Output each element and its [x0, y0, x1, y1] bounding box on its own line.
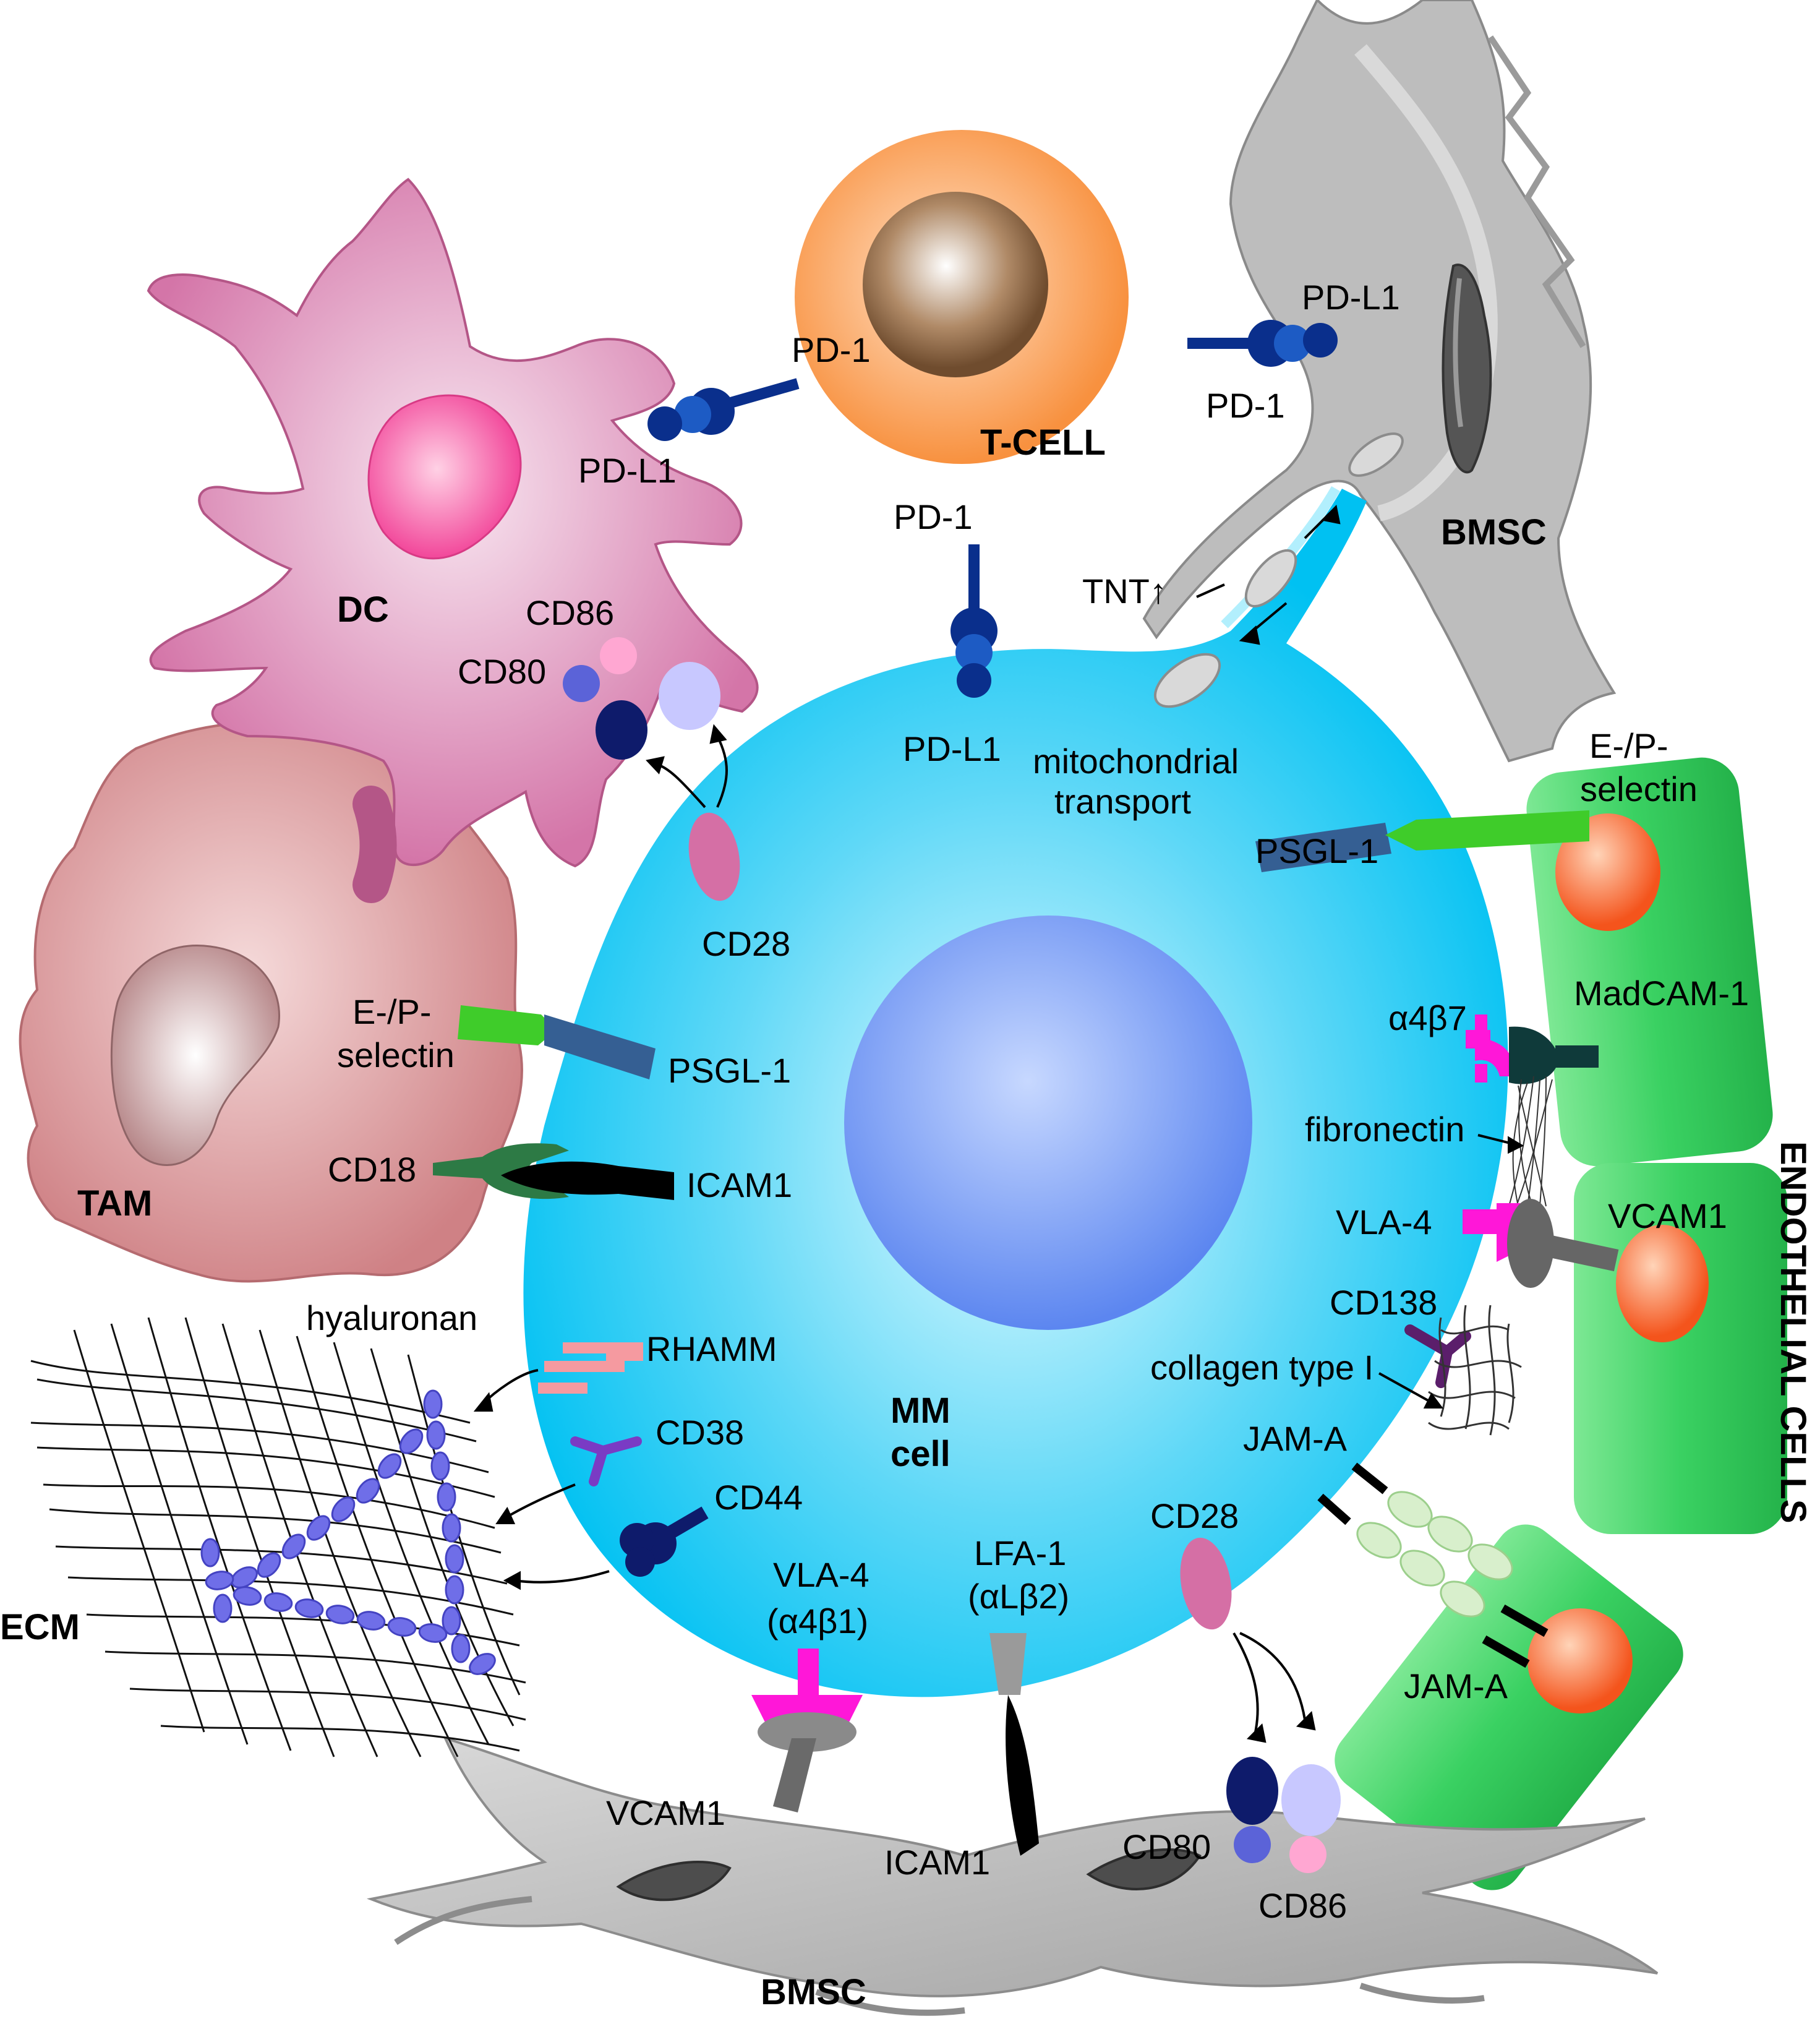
ecm-arrows	[473, 1369, 610, 1590]
a4b7-madcam1-pair	[1466, 1014, 1599, 1084]
endothelial-label: ENDOTHELIAL CELLS	[1773, 1141, 1813, 1524]
collagen-bundle	[1428, 1305, 1522, 1436]
bmsc-bottom-label: BMSC	[761, 1972, 866, 2012]
psgl1-left-label: PSGL-1	[668, 1051, 791, 1090]
lfa1-icam1-bottom	[989, 1633, 1039, 1856]
jama-bottom-label: JAM-A	[1404, 1666, 1508, 1705]
vla4-bottom-line2: (α4β1)	[767, 1602, 868, 1640]
pd1-mm-label: PD-1	[894, 497, 973, 536]
ep-selectin-right-line2: selectin	[1580, 770, 1698, 808]
cd80-cd86-bottom	[1226, 1757, 1341, 1873]
icam1-bottom-label: ICAM1	[884, 1843, 990, 1882]
pd1-pdl1-bmsc-pair	[1187, 320, 1338, 367]
rhamm-receptor	[538, 1342, 643, 1394]
cd18-icam1-pair	[433, 1143, 674, 1200]
pd1-dc-label: PD-1	[792, 330, 871, 369]
pd1-bmsc-label: PD-1	[1206, 386, 1285, 425]
dc-cell	[147, 178, 759, 903]
icam1-left-label: ICAM1	[686, 1165, 792, 1204]
vla4-vcam1-right	[1463, 1199, 1619, 1288]
ecm-mesh	[30, 1317, 526, 1757]
cd28-top-molecule	[688, 812, 740, 901]
cd44-receptor	[620, 1506, 709, 1577]
cd18-label: CD18	[328, 1150, 416, 1189]
cd38-label: CD38	[656, 1413, 744, 1452]
mm-cell-label-line2: cell	[891, 1434, 951, 1474]
selectin-psgl1-left	[458, 1005, 656, 1079]
endothelial-nucleus	[1527, 1608, 1633, 1713]
mito-transport-line1: mitochondrial	[1033, 742, 1239, 781]
cd86-top-label: CD86	[526, 593, 614, 632]
ep-selectin-left-line1: E-/P-	[352, 992, 432, 1031]
mitochondria	[1153, 432, 1404, 708]
mito-transport-line2: transport	[1054, 782, 1191, 821]
dc-label: DC	[337, 590, 389, 630]
fibronectin-label: fibronectin	[1305, 1110, 1464, 1149]
cd28-bottom-molecule	[1180, 1537, 1232, 1630]
pdl1-bmsc-label: PD-L1	[1302, 278, 1400, 317]
cd86-bottom-label: CD86	[1258, 1886, 1347, 1925]
cd138-label: CD138	[1330, 1283, 1437, 1322]
cd80-cd86-dc	[563, 637, 720, 760]
endothelial-cells	[1335, 757, 1787, 1890]
ep-selectin-left-line2: selectin	[337, 1036, 455, 1074]
tnt-arrows	[1196, 504, 1341, 645]
pd1-pdl1-dc-pair	[647, 378, 800, 441]
vcam1-bottom-label: VCAM1	[606, 1793, 725, 1832]
mm-cell	[523, 486, 1508, 1697]
hyaluronan-label: hyaluronan	[306, 1298, 477, 1337]
endothelial-nucleus	[1555, 813, 1660, 931]
madcam1-label: MadCAM-1	[1574, 974, 1749, 1013]
jama-chain	[1317, 1462, 1549, 1668]
psgl1-right-label: PSGL-1	[1255, 831, 1378, 870]
hyaluronan-chain	[200, 1389, 496, 1675]
bmsc-top-label: BMSC	[1441, 512, 1547, 552]
lfa1-line1: LFA-1	[974, 1533, 1066, 1572]
ecm-label: ECM	[0, 1607, 80, 1647]
cd80-top-label: CD80	[458, 652, 546, 691]
endothelial-nucleus	[1616, 1225, 1709, 1342]
collagen-label: collagen type I	[1150, 1348, 1374, 1387]
t-cell	[795, 130, 1129, 464]
tnt-label: TNT↑	[1082, 572, 1167, 611]
selectin-psgl1-right	[1255, 810, 1589, 872]
bmsc-bottom-cell	[367, 1736, 1659, 2016]
cd44-label: CD44	[714, 1478, 803, 1517]
pdl1-dc-label: PD-L1	[578, 451, 677, 490]
vcam1-right-label: VCAM1	[1608, 1196, 1727, 1235]
cd80-bottom-label: CD80	[1122, 1827, 1211, 1866]
vla4-vcam1-bottom	[751, 1649, 863, 1812]
t-cell-label: T-CELL	[980, 422, 1106, 463]
cd28-top-label: CD28	[702, 924, 790, 963]
cd38-receptor	[570, 1436, 642, 1486]
pdl1-mm-label: PD-L1	[903, 729, 1001, 768]
cd28-cd80-arrows	[646, 724, 728, 808]
cd28-bottom-arrows	[1233, 1632, 1316, 1743]
bmsc-top-cell	[1142, 0, 1617, 763]
vla4-bottom-line1: VLA-4	[773, 1555, 869, 1594]
rhamm-label: RHAMM	[646, 1329, 777, 1368]
vla4-right-label: VLA-4	[1336, 1203, 1432, 1241]
ep-selectin-right-line1: E-/P-	[1589, 726, 1668, 765]
a4b7-label: α4β7	[1388, 998, 1467, 1037]
lfa1-line2: (αLβ2)	[968, 1577, 1069, 1616]
jama-top-label: JAM-A	[1243, 1419, 1348, 1458]
label-pointer-arrows	[1378, 1134, 1524, 1409]
mm-cell-label-line1: MM	[891, 1391, 951, 1431]
cd28-bottom-label: CD28	[1150, 1496, 1239, 1535]
pd1-pdl1-mm-pair	[951, 544, 998, 698]
tam-label: TAM	[77, 1183, 152, 1224]
